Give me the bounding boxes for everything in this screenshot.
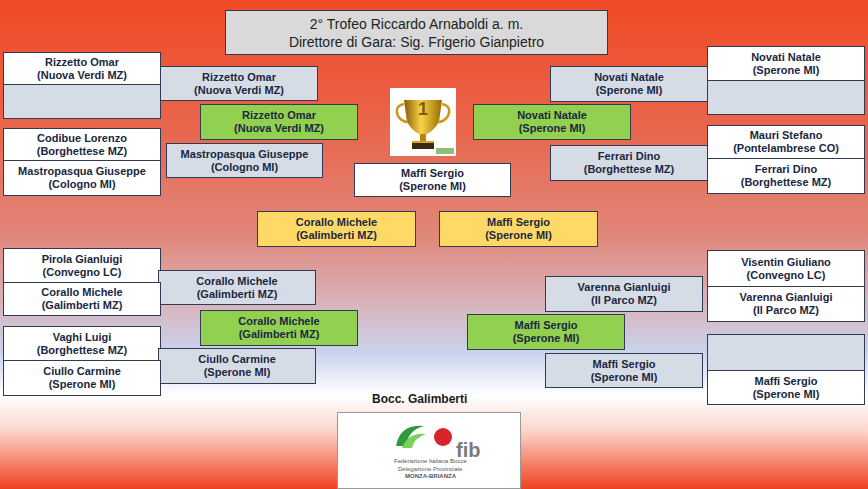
- player-box: Mauri Stefano(Pontelambrese CO): [707, 125, 865, 159]
- logo-mark: fib: [456, 440, 480, 461]
- player-box: Ferrari Dino(Borghettese MZ): [707, 158, 865, 194]
- club-name: (Cologno MI): [211, 161, 278, 174]
- player-name: Mastropasqua Giuseppe: [18, 165, 146, 178]
- player-box: Novati Natale(Sperone MI): [707, 46, 865, 81]
- club-name: (Borghettese MZ): [37, 344, 127, 357]
- player-box: Vaghi Luigi(Borghettese MZ): [3, 326, 161, 361]
- final-box: Maffi Sergio(Sperone MI): [439, 211, 598, 247]
- player-box: Codibue Lorenzo(Borghettese MZ): [3, 128, 161, 161]
- player-box: Mastropasqua Giuseppe(Cologno MI): [3, 160, 161, 196]
- club-name: (Sperone MI): [591, 371, 658, 384]
- round-box: Mastropasqua Giuseppe(Cologno MI): [166, 143, 323, 178]
- round-box: Ferrari Dino(Borghettese MZ): [550, 145, 708, 181]
- round-box: Novati Natale(Sperone MI): [550, 66, 708, 102]
- semifinal-box: Corallo Michele(Galimberti MZ): [200, 310, 358, 346]
- empty-slot: [4, 85, 161, 119]
- club-name: (Sperone MI): [399, 180, 466, 193]
- player-box: Pirola Gianluigi(Convegno LC): [3, 248, 161, 283]
- player-name: Codibue Lorenzo: [37, 132, 127, 145]
- player-name: Varenna Gianluigi: [740, 291, 833, 304]
- round-box: Maffi Sergio(Sperone MI): [545, 353, 703, 388]
- trophy-number: 1: [418, 100, 428, 119]
- player-name: Corallo Michele: [196, 275, 277, 288]
- player-name: Rizzetto Omar: [242, 109, 316, 122]
- empty-slot: [708, 81, 865, 115]
- player-name: Ciullo Carmine: [43, 365, 121, 378]
- club-name: (Sperone MI): [596, 84, 663, 97]
- club-name: (Nuova Verdi MZ): [234, 122, 324, 135]
- club-name: (Borghettese MZ): [37, 145, 127, 158]
- player-box: Corallo Michele(Galimberti MZ): [3, 282, 161, 316]
- player-name: Ferrari Dino: [598, 150, 660, 163]
- empty-slot: [708, 335, 865, 371]
- club-name: (Galimberti MZ): [239, 328, 320, 341]
- final-box: Corallo Michele(Galimberti MZ): [257, 211, 416, 247]
- club-name: (Sperone MI): [753, 64, 820, 77]
- player-name: Maffi Sergio: [755, 375, 818, 388]
- player-name: Vaghi Luigi: [53, 331, 112, 344]
- club-name: (Borghettese MZ): [584, 163, 674, 176]
- club-name: (Galimberti MZ): [197, 288, 278, 301]
- player-name: Ferrari Dino: [755, 163, 817, 176]
- club-name: (Il Parco MZ): [753, 304, 819, 317]
- player-box: Varenna Gianluigi(Il Parco MZ): [707, 286, 865, 322]
- player-name: Novati Natale: [751, 51, 821, 64]
- logo-text: Federazione Italiana Bocce: [394, 458, 467, 465]
- club-name: (Pontelambrese CO): [733, 142, 839, 155]
- player-box: Ciullo Carmine(Sperone MI): [3, 360, 161, 396]
- player-name: Maffi Sergio: [515, 319, 578, 332]
- club-name: (Convegno LC): [747, 269, 826, 282]
- club-name: (Sperone MI): [485, 229, 552, 242]
- logo-text: MONZA-BRIANZA: [405, 473, 456, 480]
- player-name: Maffi Sergio: [401, 167, 464, 180]
- player-name: Novati Natale: [594, 71, 664, 84]
- logo: [338, 413, 521, 489]
- player-box: Maffi Sergio(Sperone MI): [707, 370, 865, 405]
- round-box: Rizzetto Omar(Nuova Verdi MZ): [160, 66, 318, 101]
- club-name: (Il Parco MZ): [591, 294, 657, 307]
- club-name: (Galimberti MZ): [296, 229, 377, 242]
- club-name: (Convegno LC): [43, 266, 122, 279]
- trophy-icon: [390, 88, 456, 156]
- player-name: Varenna Gianluigi: [578, 281, 671, 294]
- player-box: Rizzetto Omar(Nuova Verdi MZ): [3, 52, 161, 85]
- player-name: Mastropasqua Giuseppe: [181, 148, 309, 161]
- club-name: (Sperone MI): [519, 122, 586, 135]
- player-name: Maffi Sergio: [487, 216, 550, 229]
- player-box: Maffi Sergio(Sperone MI): [354, 163, 511, 197]
- title-box: 2° Trofeo Riccardo Arnaboldi a. m.Dirett…: [225, 10, 608, 55]
- player-name: Rizzetto Omar: [45, 56, 119, 69]
- player-box: Visentin Giuliano(Convegno LC): [707, 250, 865, 287]
- player-name: Maffi Sergio: [593, 358, 656, 371]
- semifinal-box: Rizzetto Omar(Nuova Verdi MZ): [200, 104, 358, 140]
- player-name: Corallo Michele: [296, 216, 377, 229]
- venue-name: Bocc. Galimberti: [372, 393, 467, 406]
- club-name: (Nuova Verdi MZ): [37, 69, 127, 82]
- club-name: (Borghettese MZ): [741, 176, 831, 189]
- round-box: Varenna Gianluigi(Il Parco MZ): [545, 276, 703, 312]
- player-name: Corallo Michele: [238, 315, 319, 328]
- round-box: Corallo Michele(Galimberti MZ): [158, 270, 316, 305]
- club-name: (Nuova Verdi MZ): [194, 84, 284, 97]
- player-name: Ciullo Carmine: [198, 353, 276, 366]
- club-name: (Sperone MI): [753, 388, 820, 401]
- player-name: Rizzetto Omar: [202, 71, 276, 84]
- club-name: (Sperone MI): [204, 366, 271, 379]
- semifinal-box: Maffi Sergio(Sperone MI): [467, 314, 625, 350]
- logo-text: Delegazione Provinciale: [398, 466, 462, 473]
- club-name: (Cologno MI): [48, 178, 115, 191]
- player-name: Visentin Giuliano: [741, 256, 831, 269]
- club-name: (Galimberti MZ): [42, 299, 123, 312]
- club-name: Direttore di Gara: Sig. Frigerio Gianpie…: [289, 33, 544, 51]
- player-name: Novati Natale: [517, 109, 587, 122]
- club-name: (Sperone MI): [49, 378, 116, 391]
- club-name: (Sperone MI): [513, 332, 580, 345]
- player-name: Mauri Stefano: [750, 129, 823, 142]
- round-box: Ciullo Carmine(Sperone MI): [158, 348, 316, 384]
- player-name: Corallo Michele: [41, 286, 122, 299]
- player-name: Pirola Gianluigi: [42, 253, 123, 266]
- semifinal-box: Novati Natale(Sperone MI): [473, 104, 631, 140]
- player-name: 2° Trofeo Riccardo Arnaboldi a. m.: [310, 15, 523, 33]
